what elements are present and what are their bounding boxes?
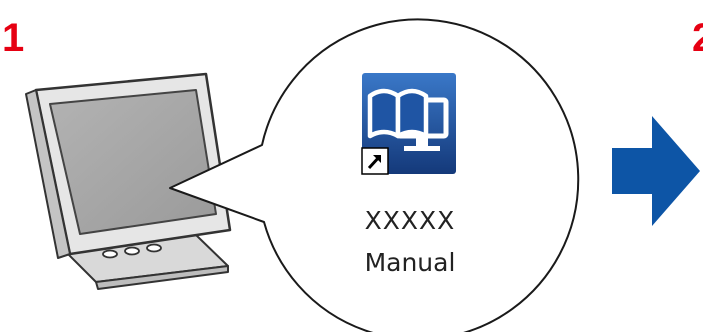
- monitor-button: [125, 248, 139, 255]
- icon-label-line2: Manual: [335, 248, 485, 278]
- step-number-2: 2: [692, 18, 703, 58]
- step-number-1: 1: [2, 18, 24, 58]
- monitor-button: [147, 245, 161, 252]
- shortcut-arrow-icon: [362, 148, 388, 174]
- icon-label-line1: XXXXX: [335, 206, 485, 236]
- monitor-button: [103, 251, 117, 258]
- callout-bubble: [170, 19, 578, 332]
- manual-shortcut-icon: [362, 73, 456, 174]
- next-step-arrow: [612, 116, 700, 226]
